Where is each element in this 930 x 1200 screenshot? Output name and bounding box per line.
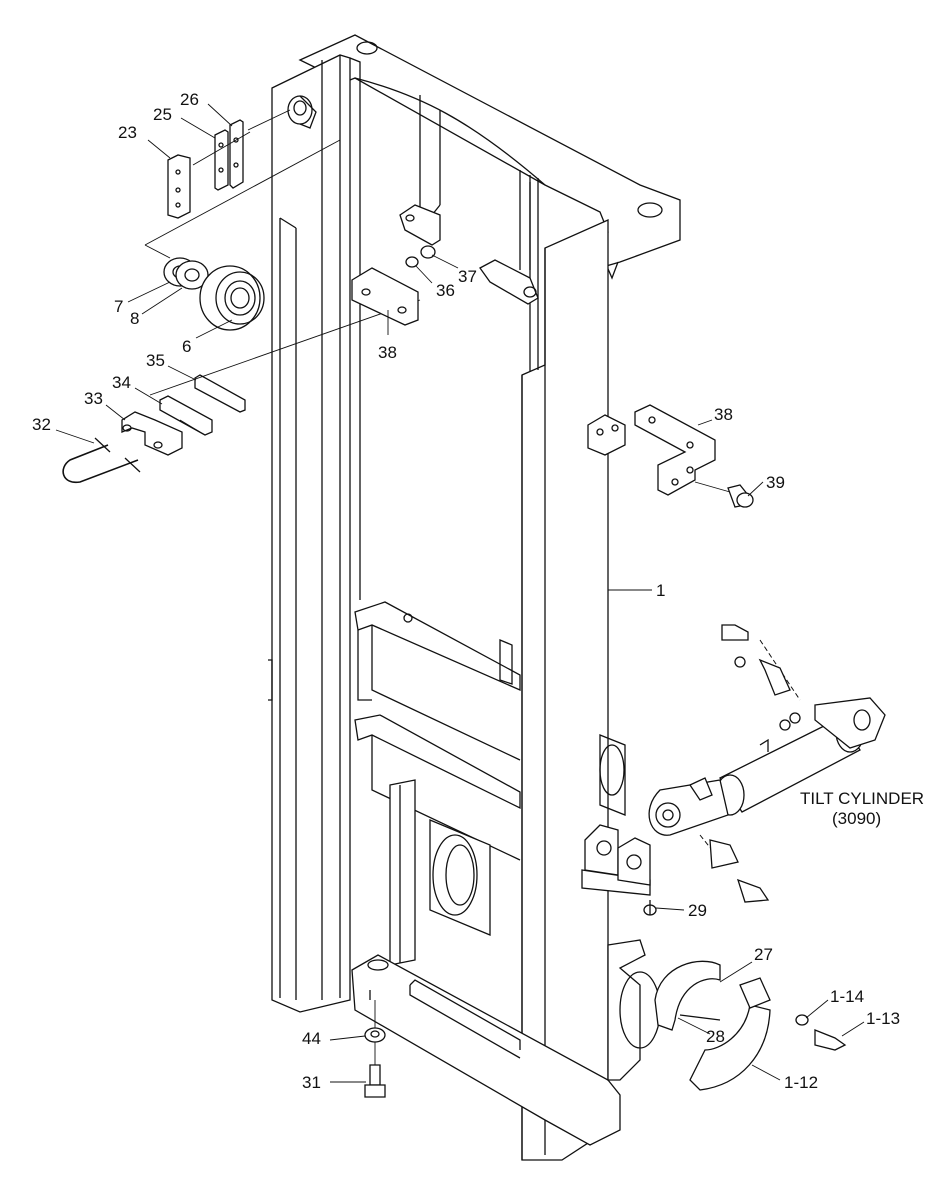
tilt-cylinder-ref: (3090) <box>832 809 881 828</box>
upper-brackets <box>351 204 539 326</box>
callout-1-14: 1-14 <box>830 987 864 1006</box>
callout-38-side: 38 <box>714 405 733 424</box>
tilt-cylinder <box>648 624 886 903</box>
leader-lines <box>55 103 865 1083</box>
callout-6: 6 <box>182 337 191 356</box>
callout-38-upper: 38 <box>378 343 397 362</box>
callout-44: 44 <box>302 1029 321 1048</box>
callout-25: 25 <box>153 105 172 124</box>
callout-29: 29 <box>688 901 707 920</box>
callout-37: 37 <box>458 267 477 286</box>
callout-35: 35 <box>146 351 165 370</box>
trunnion-cap <box>643 900 847 1091</box>
side-bracket <box>587 404 754 508</box>
callout-1-12: 1-12 <box>784 1073 818 1092</box>
callout-39: 39 <box>766 473 785 492</box>
callout-27: 27 <box>754 945 773 964</box>
callout-26: 26 <box>180 90 199 109</box>
hose-clamp-group <box>62 299 421 484</box>
roller-group <box>144 95 341 331</box>
mast-frame <box>268 34 681 1161</box>
callout-34: 34 <box>112 373 131 392</box>
callout-33: 33 <box>84 389 103 408</box>
callout-8: 8 <box>130 309 139 328</box>
callout-31: 31 <box>302 1073 321 1092</box>
callout-1-13: 1-13 <box>866 1009 900 1028</box>
callout-36: 36 <box>436 281 455 300</box>
bottom-hardware <box>364 1000 386 1098</box>
callout-23: 23 <box>118 123 137 142</box>
callout-7: 7 <box>114 297 123 316</box>
callout-1: 1 <box>656 581 665 600</box>
tilt-cylinder-label: TILT CYLINDER <box>800 789 924 808</box>
callout-28: 28 <box>706 1027 725 1046</box>
callout-32: 32 <box>32 415 51 434</box>
callout-labels: 23 25 26 7 8 6 35 34 33 32 37 36 38 38 3… <box>32 90 924 1092</box>
